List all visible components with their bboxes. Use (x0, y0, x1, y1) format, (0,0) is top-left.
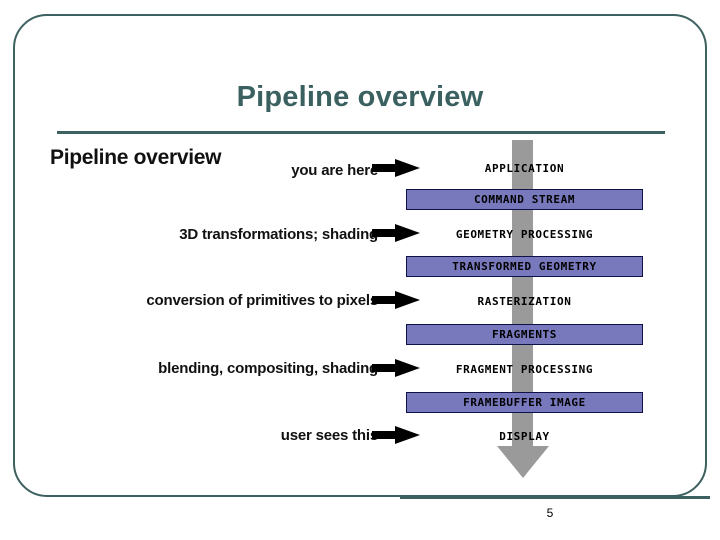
arrow-tail (372, 296, 398, 304)
annotation-3d-transformations: 3D transformations; shading (179, 226, 378, 243)
footer-divider (400, 496, 710, 499)
arrow-head (395, 359, 420, 377)
stage-rasterization: RASTERIZATION (477, 295, 572, 308)
pointer-arrow-icon (372, 224, 420, 242)
page-number: 5 (546, 506, 554, 520)
arrow-tail (372, 364, 398, 372)
arrow-head (395, 291, 420, 309)
arrow-head (395, 224, 420, 242)
annotation-blending-compositing: blending, compositing, shading (158, 360, 378, 377)
pointer-arrow-icon (372, 359, 420, 377)
pointer-arrow-icon (372, 426, 420, 444)
data-box-label: TRANSFORMED GEOMETRY (452, 260, 597, 273)
arrow-head (395, 159, 420, 177)
pointer-arrow-icon (372, 159, 420, 177)
title-divider (57, 131, 665, 134)
arrow-tail (372, 229, 398, 237)
data-box-transformed-geometry: TRANSFORMED GEOMETRY (406, 256, 643, 277)
arrow-head (395, 426, 420, 444)
page-title: Pipeline overview (236, 81, 484, 113)
arrow-tail (372, 164, 398, 172)
annotation-user-sees-this: user sees this (280, 427, 378, 444)
data-box-command-stream: COMMAND STREAM (406, 189, 643, 210)
data-box-fragments: FRAGMENTS (406, 324, 643, 345)
diagram-heading: Pipeline overview (50, 146, 222, 169)
stage-application: APPLICATION (484, 162, 565, 175)
data-box-label: COMMAND STREAM (473, 193, 576, 206)
pipeline-diagram: Pipeline overview you are here 3D transf… (40, 140, 670, 485)
data-box-label: FRAMEBUFFER IMAGE (463, 396, 586, 409)
flow-arrow-shaft (512, 140, 533, 448)
annotation-conversion-to-pixels: conversion of primitives to pixels (146, 292, 378, 309)
stage-fragment-processing: FRAGMENT PROCESSING (455, 363, 594, 376)
arrow-tail (372, 431, 398, 439)
data-box-label: FRAGMENTS (491, 328, 557, 341)
stage-display: DISPLAY (499, 430, 550, 443)
data-box-framebuffer-image: FRAMEBUFFER IMAGE (406, 392, 643, 413)
flow-arrow-head-icon (497, 446, 549, 478)
stage-geometry-processing: GEOMETRY PROCESSING (455, 228, 594, 241)
pointer-arrow-icon (372, 291, 420, 309)
annotation-you-are-here: you are here (291, 162, 378, 179)
